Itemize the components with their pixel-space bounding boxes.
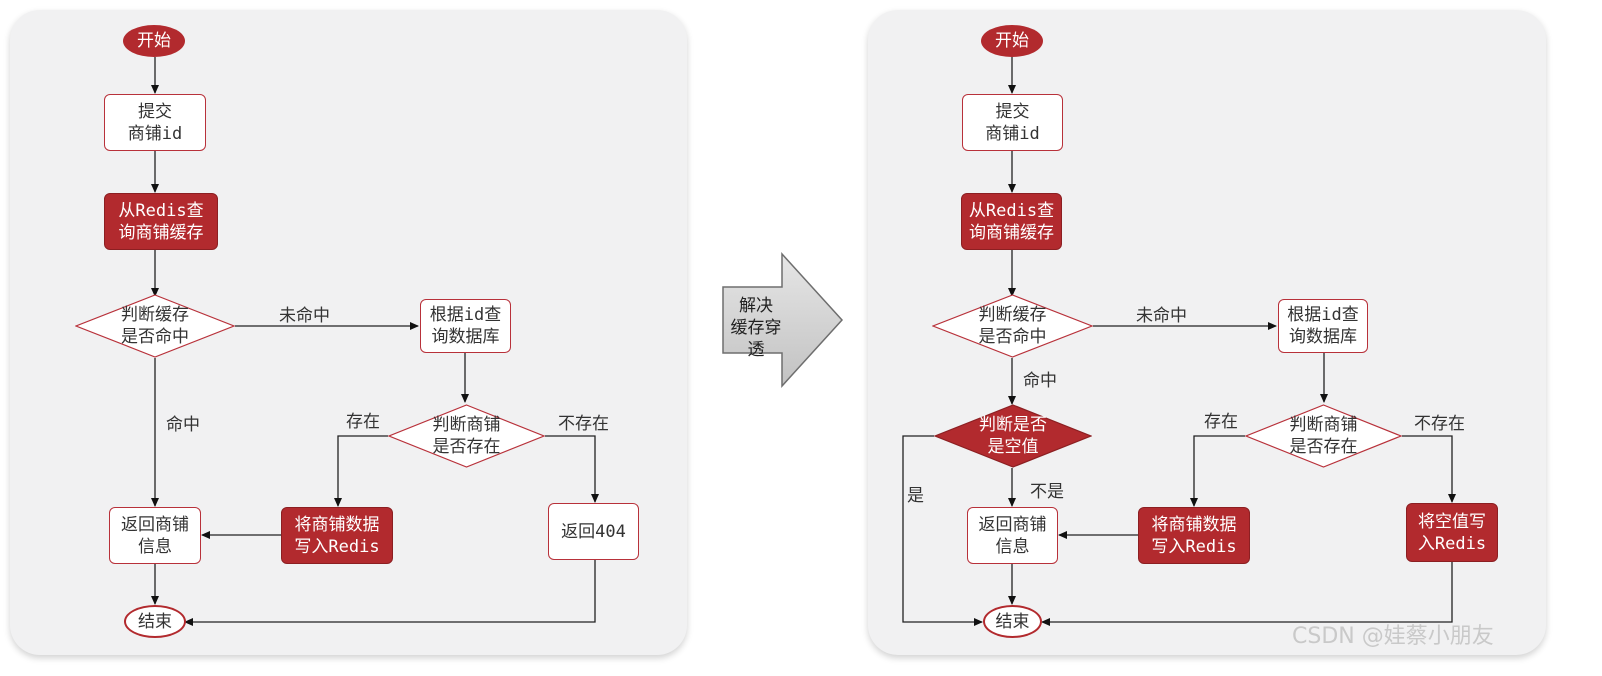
right-query-db-label: 根据id查 询数据库 xyxy=(1287,305,1359,347)
right-query-redis-node: 从Redis查 询商铺缓存 xyxy=(961,193,1062,250)
right-judge-cache-label: 判断缓存 是否命中 xyxy=(978,305,1047,347)
edge-r-exist-write xyxy=(1190,435,1245,507)
right-end-node: 结束 xyxy=(983,605,1042,638)
edge-r-judgenull-end-yes xyxy=(902,435,983,626)
left-judge-exist-label: 判断商铺 是否存在 xyxy=(432,415,501,457)
left-return-info-node: 返回商铺 信息 xyxy=(109,507,201,564)
left-end-node: 结束 xyxy=(124,605,186,638)
left-return-404-label: 返回404 xyxy=(561,521,626,542)
right-judge-cache-node: 判断缓存 是否命中 xyxy=(932,294,1093,358)
left-hit-edge-label: 命中 xyxy=(166,415,200,435)
right-not-exist-edge-label: 不存在 xyxy=(1414,414,1465,434)
right-start-node: 开始 xyxy=(981,25,1043,57)
right-end-label: 结束 xyxy=(995,611,1030,632)
left-submit-label: 提交 商铺id xyxy=(127,101,183,144)
left-judge-cache-label: 判断缓存 是否命中 xyxy=(121,305,189,347)
right-query-db-node: 根据id查 询数据库 xyxy=(1278,299,1368,353)
left-query-db-label: 根据id查 询数据库 xyxy=(429,305,502,347)
left-not-exist-edge-label: 不存在 xyxy=(558,414,609,434)
left-query-db-node: 根据id查 询数据库 xyxy=(420,299,511,353)
left-judge-cache-node: 判断缓存 是否命中 xyxy=(75,294,235,358)
edge-exist-write xyxy=(334,435,388,507)
right-hit-edge-label: 命中 xyxy=(1023,371,1057,391)
right-start-label: 开始 xyxy=(995,31,1029,51)
watermark-text: CSDN @娃蔡小朋友 xyxy=(1292,624,1494,649)
right-query-redis-label: 从Redis查 询商铺缓存 xyxy=(968,200,1055,243)
right-write-redis-node: 将商铺数据 写入Redis xyxy=(1138,507,1250,564)
solve-arrow xyxy=(722,252,844,388)
right-yes-edge-label: 是 xyxy=(907,486,924,506)
right-exist-edge-label: 存在 xyxy=(1204,412,1238,432)
right-judge-null-node: 判断是否 是空值 xyxy=(934,404,1092,468)
left-write-redis-label: 将商铺数据 写入Redis xyxy=(294,514,380,557)
right-write-null-label: 将空值写 入Redis xyxy=(1417,511,1487,554)
right-submit-node: 提交 商铺id xyxy=(962,94,1063,151)
left-exist-edge-label: 存在 xyxy=(346,412,380,432)
edge-r-writenull-end xyxy=(1041,562,1453,626)
right-miss-edge-label: 未命中 xyxy=(1136,306,1187,326)
right-write-redis-label: 将商铺数据 写入Redis xyxy=(1151,514,1237,557)
left-query-redis-label: 从Redis查 询商铺缓存 xyxy=(118,200,204,243)
right-no-edge-label: 不是 xyxy=(1030,482,1064,502)
right-submit-label: 提交 商铺id xyxy=(985,101,1040,144)
left-judge-exist-node: 判断商铺 是否存在 xyxy=(388,404,545,468)
left-return-info-label: 返回商铺 信息 xyxy=(121,514,189,557)
right-judge-exist-node: 判断商铺 是否存在 xyxy=(1245,404,1402,468)
edge-notexist-404 xyxy=(545,435,599,503)
left-miss-edge-label: 未命中 xyxy=(279,306,330,326)
left-submit-node: 提交 商铺id xyxy=(104,94,206,151)
left-return-404-node: 返回404 xyxy=(548,503,639,560)
left-start-node: 开始 xyxy=(123,25,185,57)
right-write-null-node: 将空值写 入Redis xyxy=(1406,503,1498,562)
edge-404-end xyxy=(184,560,596,626)
right-judge-exist-label: 判断商铺 是否存在 xyxy=(1289,415,1358,457)
right-return-info-node: 返回商铺 信息 xyxy=(967,507,1058,564)
left-query-redis-node: 从Redis查 询商铺缓存 xyxy=(104,193,218,250)
solve-arrow-label: 解决 缓存穿透 xyxy=(730,296,782,360)
edge-r-notexist-writenull xyxy=(1402,435,1456,503)
right-return-info-label: 返回商铺 信息 xyxy=(978,514,1047,557)
left-write-redis-node: 将商铺数据 写入Redis xyxy=(281,507,393,564)
right-judge-null-label: 判断是否 是空值 xyxy=(979,415,1047,457)
left-start-label: 开始 xyxy=(137,31,171,51)
left-end-label: 结束 xyxy=(138,611,172,632)
